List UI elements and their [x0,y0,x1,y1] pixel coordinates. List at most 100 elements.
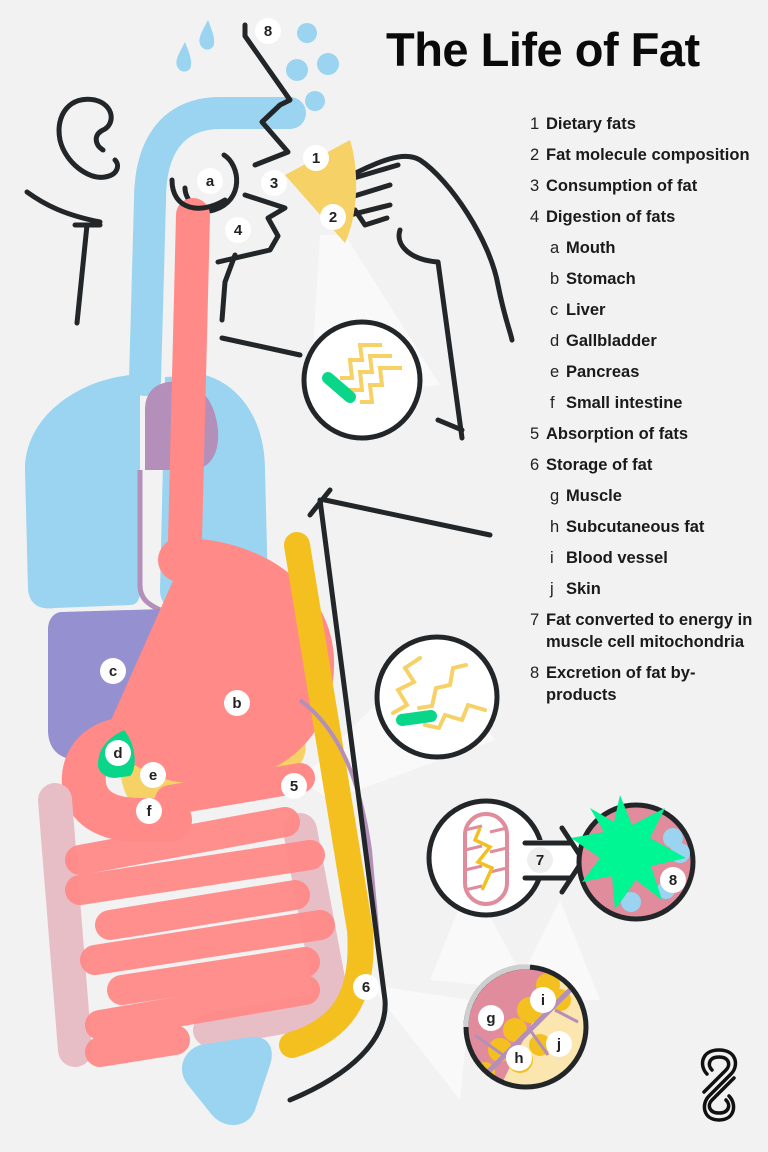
svg-text:b: b [232,695,241,712]
marker-5: 5 [281,773,307,799]
svg-text:e: e [149,767,157,784]
marker-i: i [530,987,556,1013]
legend-label: Fat converted to energy in muscle cell m… [546,611,753,651]
legend-label: Skin [566,580,601,598]
legend-item-a: a Mouth [530,237,766,259]
legend-label: Dietary fats [546,115,636,133]
fat-band [279,532,374,1058]
marker-1: 1 [303,145,329,171]
legend-label: Consumption of fat [546,177,698,195]
legend-item-g: g Muscle [530,485,766,507]
legend-key: 3 [530,177,540,195]
legend-key: 7 [530,611,540,629]
marker-a: a [197,168,223,194]
legend-label: Blood vessel [566,549,668,567]
sweat-drops-icon [176,20,215,72]
legend-item-5: 5 Absorption of fats [530,423,766,445]
svg-text:5: 5 [290,778,298,795]
legend-key: 1 [530,115,540,133]
marker-8-cell: 8 [660,867,686,893]
infinity-eight-logo-icon [700,1048,738,1122]
airway [129,97,306,396]
svg-text:i: i [541,992,545,1009]
legend-label: Digestion of fats [546,208,676,226]
lungs [25,375,141,609]
legend-item-1: 1 Dietary fats [530,113,766,135]
skin-outline [287,487,493,1103]
legend-item-e: e Pancreas [530,361,766,383]
marker-g: g [478,1005,504,1031]
svg-text:j: j [556,1036,561,1053]
legend-label: Small intestine [566,394,683,412]
legend-key: c [550,301,559,319]
legend-item-c: c Liver [530,299,766,321]
legend-key: 2 [530,146,540,164]
legend-key: i [550,549,554,567]
legend-item-i: i Blood vessel [530,547,766,569]
legend-label: Subcutaneous fat [566,518,705,536]
svg-text:8: 8 [669,872,677,889]
marker-c: c [100,658,126,684]
svg-text:g: g [486,1010,495,1027]
legend-label: Storage of fat [546,456,653,474]
legend-label: Pancreas [566,363,640,381]
svg-text:8: 8 [264,23,272,40]
marker-e: e [140,762,166,788]
marker-d: d [105,740,131,766]
svg-text:6: 6 [362,979,370,996]
legend-key: f [550,394,555,412]
svg-text:4: 4 [234,222,243,239]
marker-4: 4 [225,217,251,243]
absorbed-fat-circle [374,634,500,760]
legend-label: Absorption of fats [546,425,689,443]
marker-h: h [506,1045,532,1071]
excretion-circle [571,795,696,922]
legend-key: g [550,487,560,505]
legend-label: Excretion of fat by-products [546,664,696,704]
legend-key: b [550,270,560,288]
legend-item-3: 3 Consumption of fat [530,175,766,197]
svg-text:d: d [113,745,122,762]
legend-label: Muscle [566,487,622,505]
legend-item-f: f Small intestine [530,392,766,414]
legend-item-j: j Skin [530,578,766,600]
breath-bubbles-icon [286,23,339,111]
legend-key: j [550,580,554,598]
legend-item-7: 7 Fat converted to energy in muscle cell … [530,609,766,653]
legend-item-h: h Subcutaneous fat [530,516,766,538]
legend-item-4: 4 Digestion of fats [530,206,766,228]
legend-key: 5 [530,425,540,443]
legend-label: Mouth [566,239,616,257]
marker-f: f [136,798,162,824]
legend-key: e [550,363,560,381]
svg-text:3: 3 [270,175,278,192]
svg-text:1: 1 [312,150,320,167]
legend-key: a [550,239,560,257]
svg-text:2: 2 [329,209,337,226]
svg-text:7: 7 [536,852,544,869]
legend-key: d [550,332,560,350]
legend-label: Liver [566,301,606,319]
legend-label: Stomach [566,270,636,288]
marker-b: b [224,690,250,716]
small-intestine-loops [65,807,335,1067]
page-title: The Life of Fat [386,23,700,76]
marker-7: 7 [527,847,553,873]
diagram-markers: 8 1 3 2 a 4 c b d e f 5 6 7 8 i g j h [100,18,686,1071]
large-intestine [38,783,92,1067]
legend-key: h [550,518,560,536]
svg-text:h: h [514,1050,523,1067]
svg-text:a: a [206,173,215,190]
legend-key: 6 [530,456,540,474]
legend-item-b: b Stomach [530,268,766,290]
marker-8-top: 8 [255,18,281,44]
legend-key: 4 [530,208,540,226]
marker-2: 2 [320,204,346,230]
svg-text:c: c [109,663,117,680]
svg-text:f: f [147,803,153,820]
